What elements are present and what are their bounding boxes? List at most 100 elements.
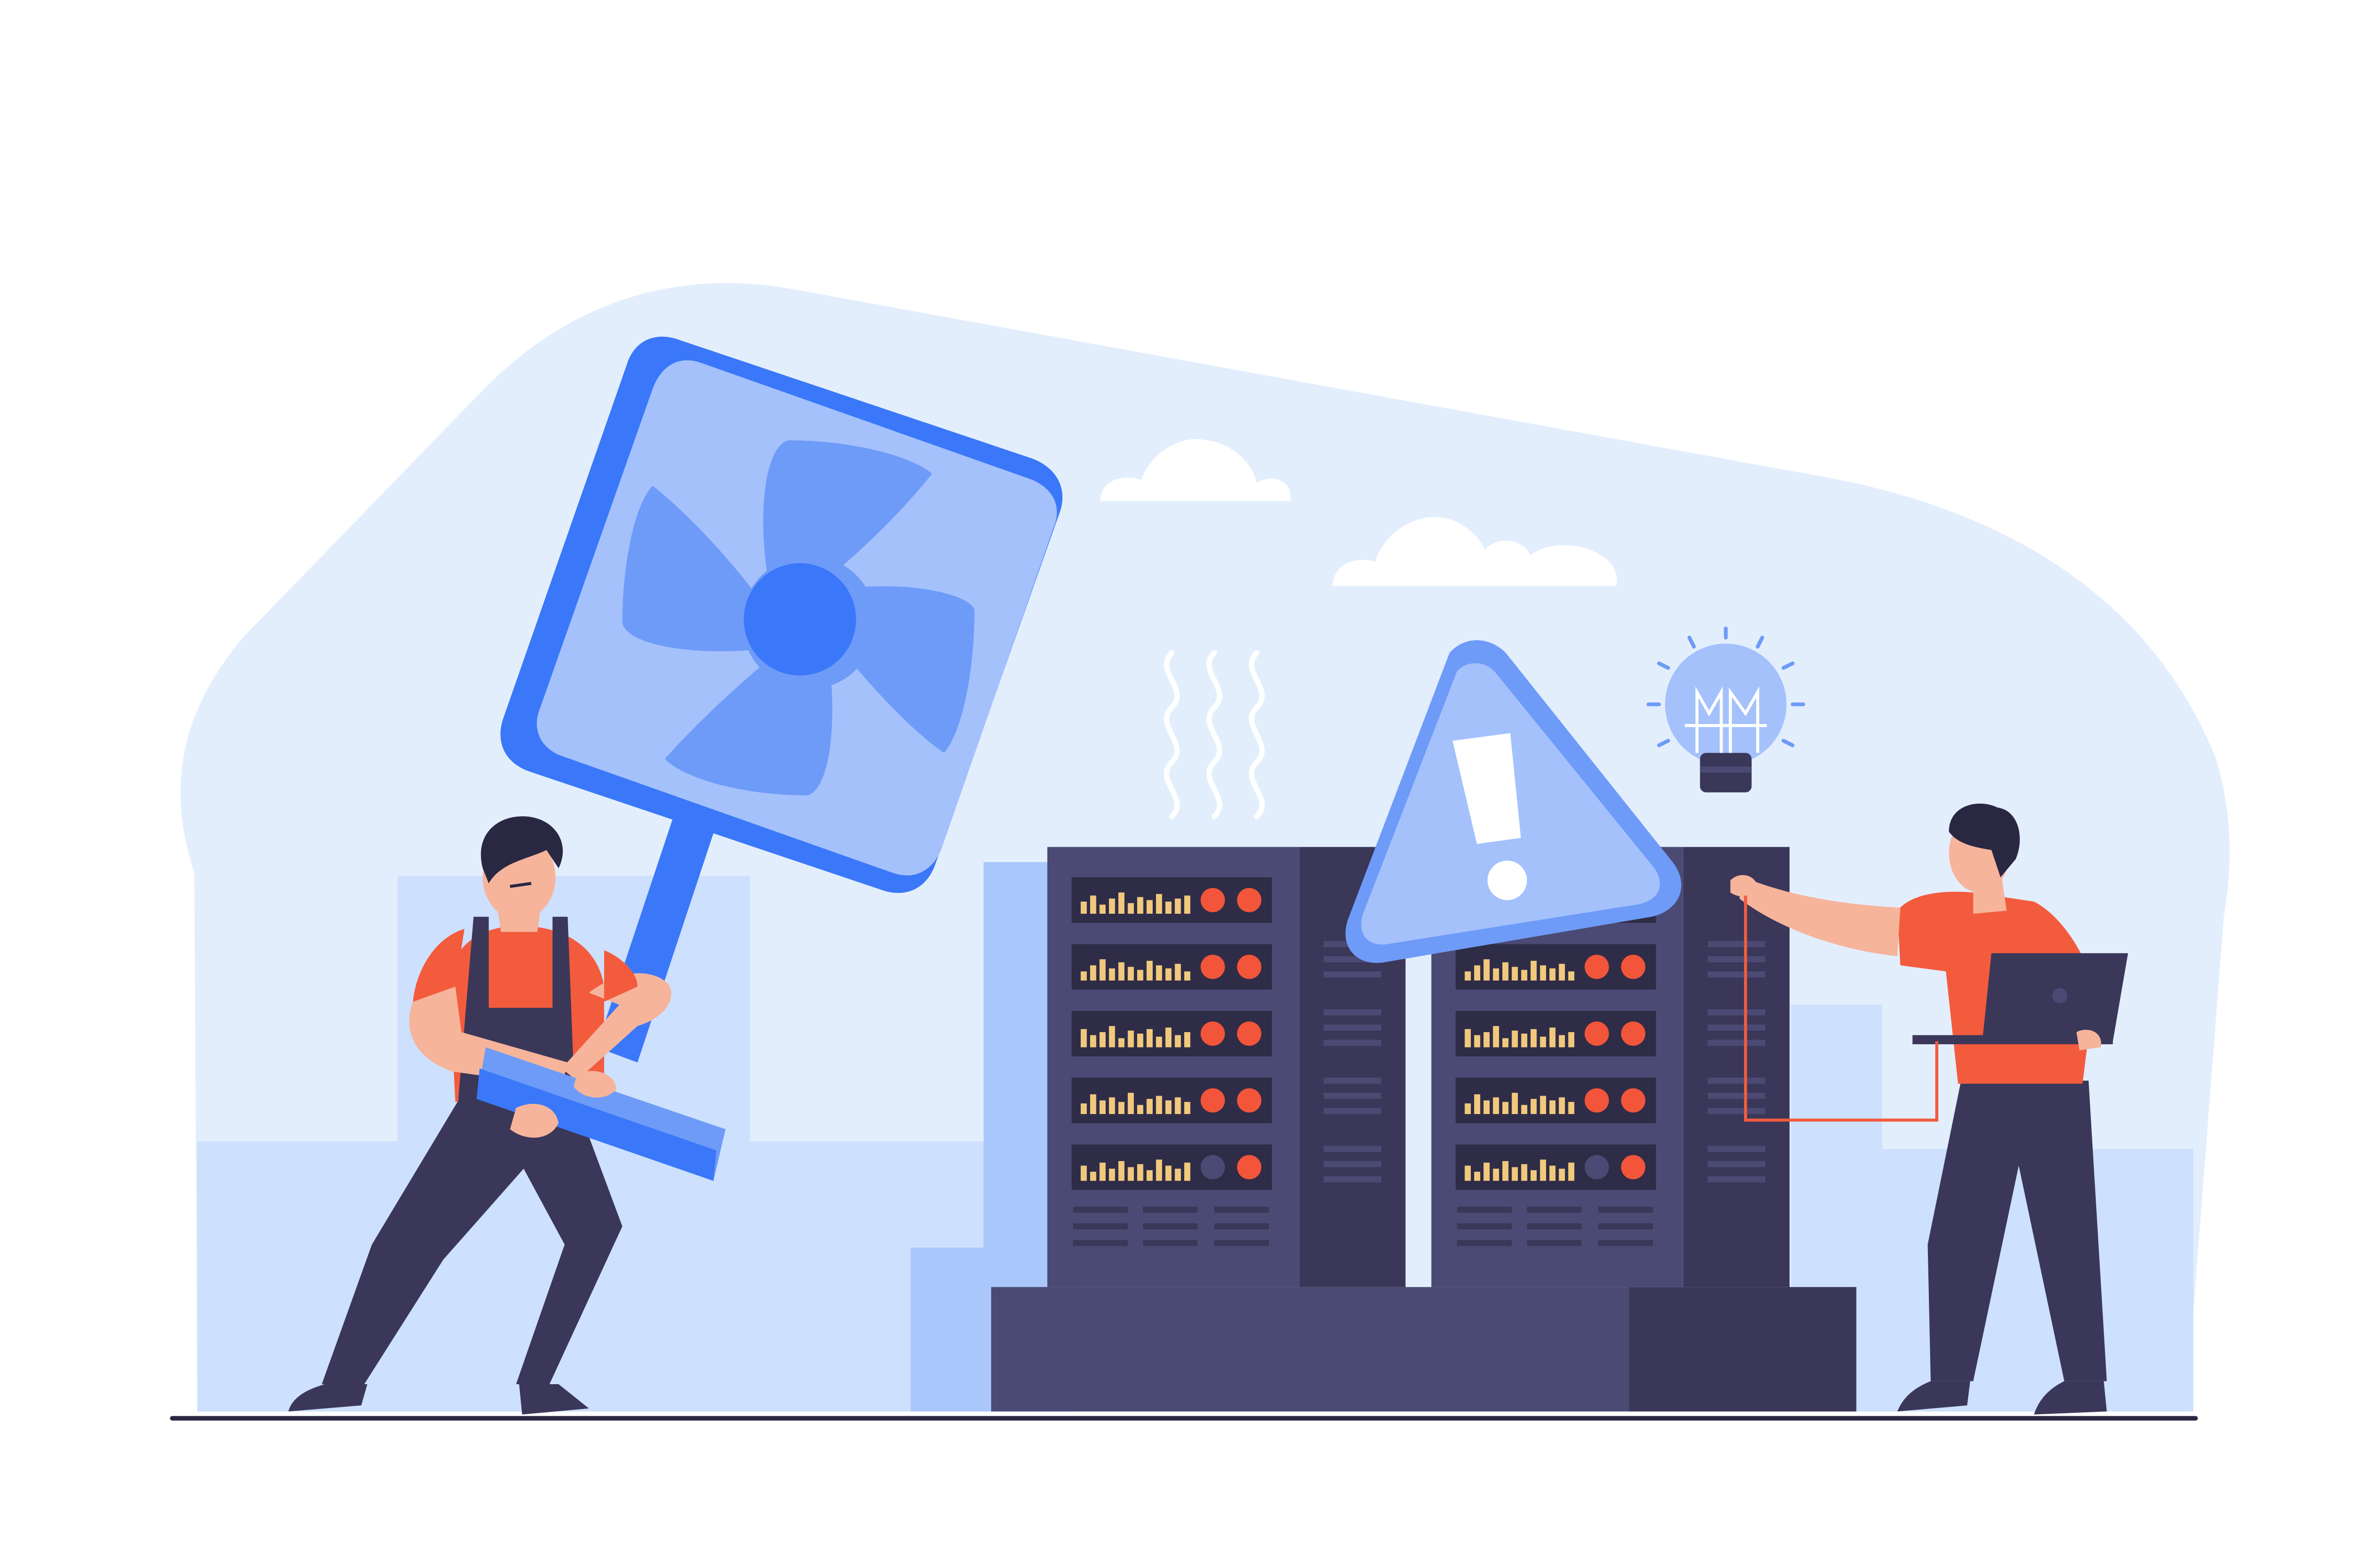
activity-bar xyxy=(1080,901,1087,914)
activity-bar xyxy=(1137,897,1143,914)
activity-bar xyxy=(1146,961,1153,981)
activity-bar xyxy=(1559,1168,1565,1181)
activity-bar xyxy=(1568,1163,1575,1181)
activity-bar xyxy=(1502,962,1509,981)
activity-bar xyxy=(1146,1170,1153,1181)
activity-bar xyxy=(1549,1027,1556,1048)
status-led xyxy=(1237,1155,1262,1180)
engineer-with-laptop xyxy=(1730,803,2128,1415)
activity-bar xyxy=(1184,1101,1190,1115)
activity-bar xyxy=(1540,1096,1547,1115)
activity-bar xyxy=(1512,1093,1518,1115)
activity-bar xyxy=(1080,1165,1087,1181)
activity-bar xyxy=(1174,898,1181,914)
activity-bar xyxy=(1184,895,1190,914)
activity-bar xyxy=(1474,1171,1481,1181)
activity-bar xyxy=(1174,964,1181,981)
activity-bar xyxy=(1099,905,1106,914)
activity-bar xyxy=(1090,1094,1096,1115)
ground-line xyxy=(170,1416,2198,1421)
activity-bar xyxy=(1127,903,1134,914)
worker-holding-fan xyxy=(288,816,726,1415)
activity-bar xyxy=(1090,1171,1096,1181)
activity-bar xyxy=(1108,1168,1115,1181)
status-led xyxy=(1237,1021,1262,1046)
activity-bar xyxy=(1090,965,1096,981)
activity-bar xyxy=(1531,1170,1537,1181)
activity-bar xyxy=(1156,965,1162,981)
activity-bar xyxy=(1559,964,1565,981)
activity-bar xyxy=(1099,959,1106,981)
activity-bar xyxy=(1127,967,1134,981)
activity-bar xyxy=(1137,1105,1143,1115)
activity-bar xyxy=(1493,1168,1500,1181)
activity-bar xyxy=(1080,1029,1087,1048)
activity-bar xyxy=(1531,1029,1537,1048)
status-led xyxy=(1621,954,1646,979)
status-led xyxy=(1200,1088,1225,1113)
activity-bar xyxy=(1156,1096,1162,1115)
activity-bar xyxy=(1118,1161,1125,1181)
activity-bar xyxy=(1137,1034,1143,1048)
activity-bar xyxy=(1502,1101,1509,1115)
activity-bar xyxy=(1512,1030,1518,1048)
server-platform xyxy=(991,1287,1857,1412)
activity-bar xyxy=(1174,1035,1181,1048)
activity-bar xyxy=(1090,1035,1096,1048)
activity-bar xyxy=(1108,898,1115,914)
activity-bar xyxy=(1465,971,1471,981)
activity-bar xyxy=(1493,1026,1500,1048)
status-led xyxy=(1200,1155,1225,1180)
activity-bar xyxy=(1137,1164,1143,1181)
status-led xyxy=(1584,1021,1609,1046)
activity-bar xyxy=(1127,1093,1134,1115)
activity-bar xyxy=(1483,1163,1490,1181)
activity-bar xyxy=(1474,1035,1481,1048)
activity-bar xyxy=(1080,971,1087,981)
activity-bar xyxy=(1184,1032,1190,1048)
clouds xyxy=(1100,439,1617,586)
activity-bar xyxy=(1483,1032,1490,1048)
activity-bar xyxy=(1127,1167,1134,1181)
activity-bar xyxy=(1137,970,1143,981)
activity-bar xyxy=(1521,970,1528,981)
activity-bar xyxy=(1184,971,1190,981)
activity-bar xyxy=(1568,971,1575,981)
heat-waves-icon xyxy=(1164,650,1265,820)
activity-bar xyxy=(1099,1163,1106,1181)
activity-bar xyxy=(1521,1034,1528,1048)
status-led xyxy=(1237,954,1262,979)
activity-bar xyxy=(1549,968,1556,981)
status-led xyxy=(1200,888,1225,912)
activity-bar xyxy=(1540,965,1547,981)
activity-bar xyxy=(1568,1101,1575,1115)
activity-bar xyxy=(1559,1035,1565,1048)
giant-cooling-fan xyxy=(500,337,1063,1063)
status-led xyxy=(1584,1088,1609,1113)
activity-bar xyxy=(1493,1097,1500,1115)
activity-bar xyxy=(1483,1100,1490,1115)
activity-bar xyxy=(1127,1030,1134,1048)
activity-bar xyxy=(1165,1027,1172,1048)
activity-bar xyxy=(1146,900,1153,914)
activity-bar xyxy=(1165,968,1172,981)
activity-bar xyxy=(1465,1103,1471,1115)
activity-bar xyxy=(1474,965,1481,981)
activity-bar xyxy=(1540,1159,1547,1181)
activity-bar xyxy=(1156,1036,1162,1048)
activity-bar xyxy=(1118,1038,1125,1048)
warning-sign-icon xyxy=(1345,640,1681,963)
activity-bar xyxy=(1099,1100,1106,1115)
activity-bar xyxy=(1156,894,1162,914)
activity-bar xyxy=(1474,1094,1481,1115)
activity-bar xyxy=(1165,901,1172,914)
activity-bar xyxy=(1174,1168,1181,1181)
activity-bar xyxy=(1465,1029,1471,1048)
status-led xyxy=(1200,1021,1225,1046)
activity-bar xyxy=(1549,1100,1556,1115)
activity-bar xyxy=(1521,1164,1528,1181)
activity-bar xyxy=(1531,1099,1537,1115)
activity-bar xyxy=(1156,1159,1162,1181)
activity-bar xyxy=(1165,1165,1172,1181)
activity-bar xyxy=(1146,1099,1153,1115)
